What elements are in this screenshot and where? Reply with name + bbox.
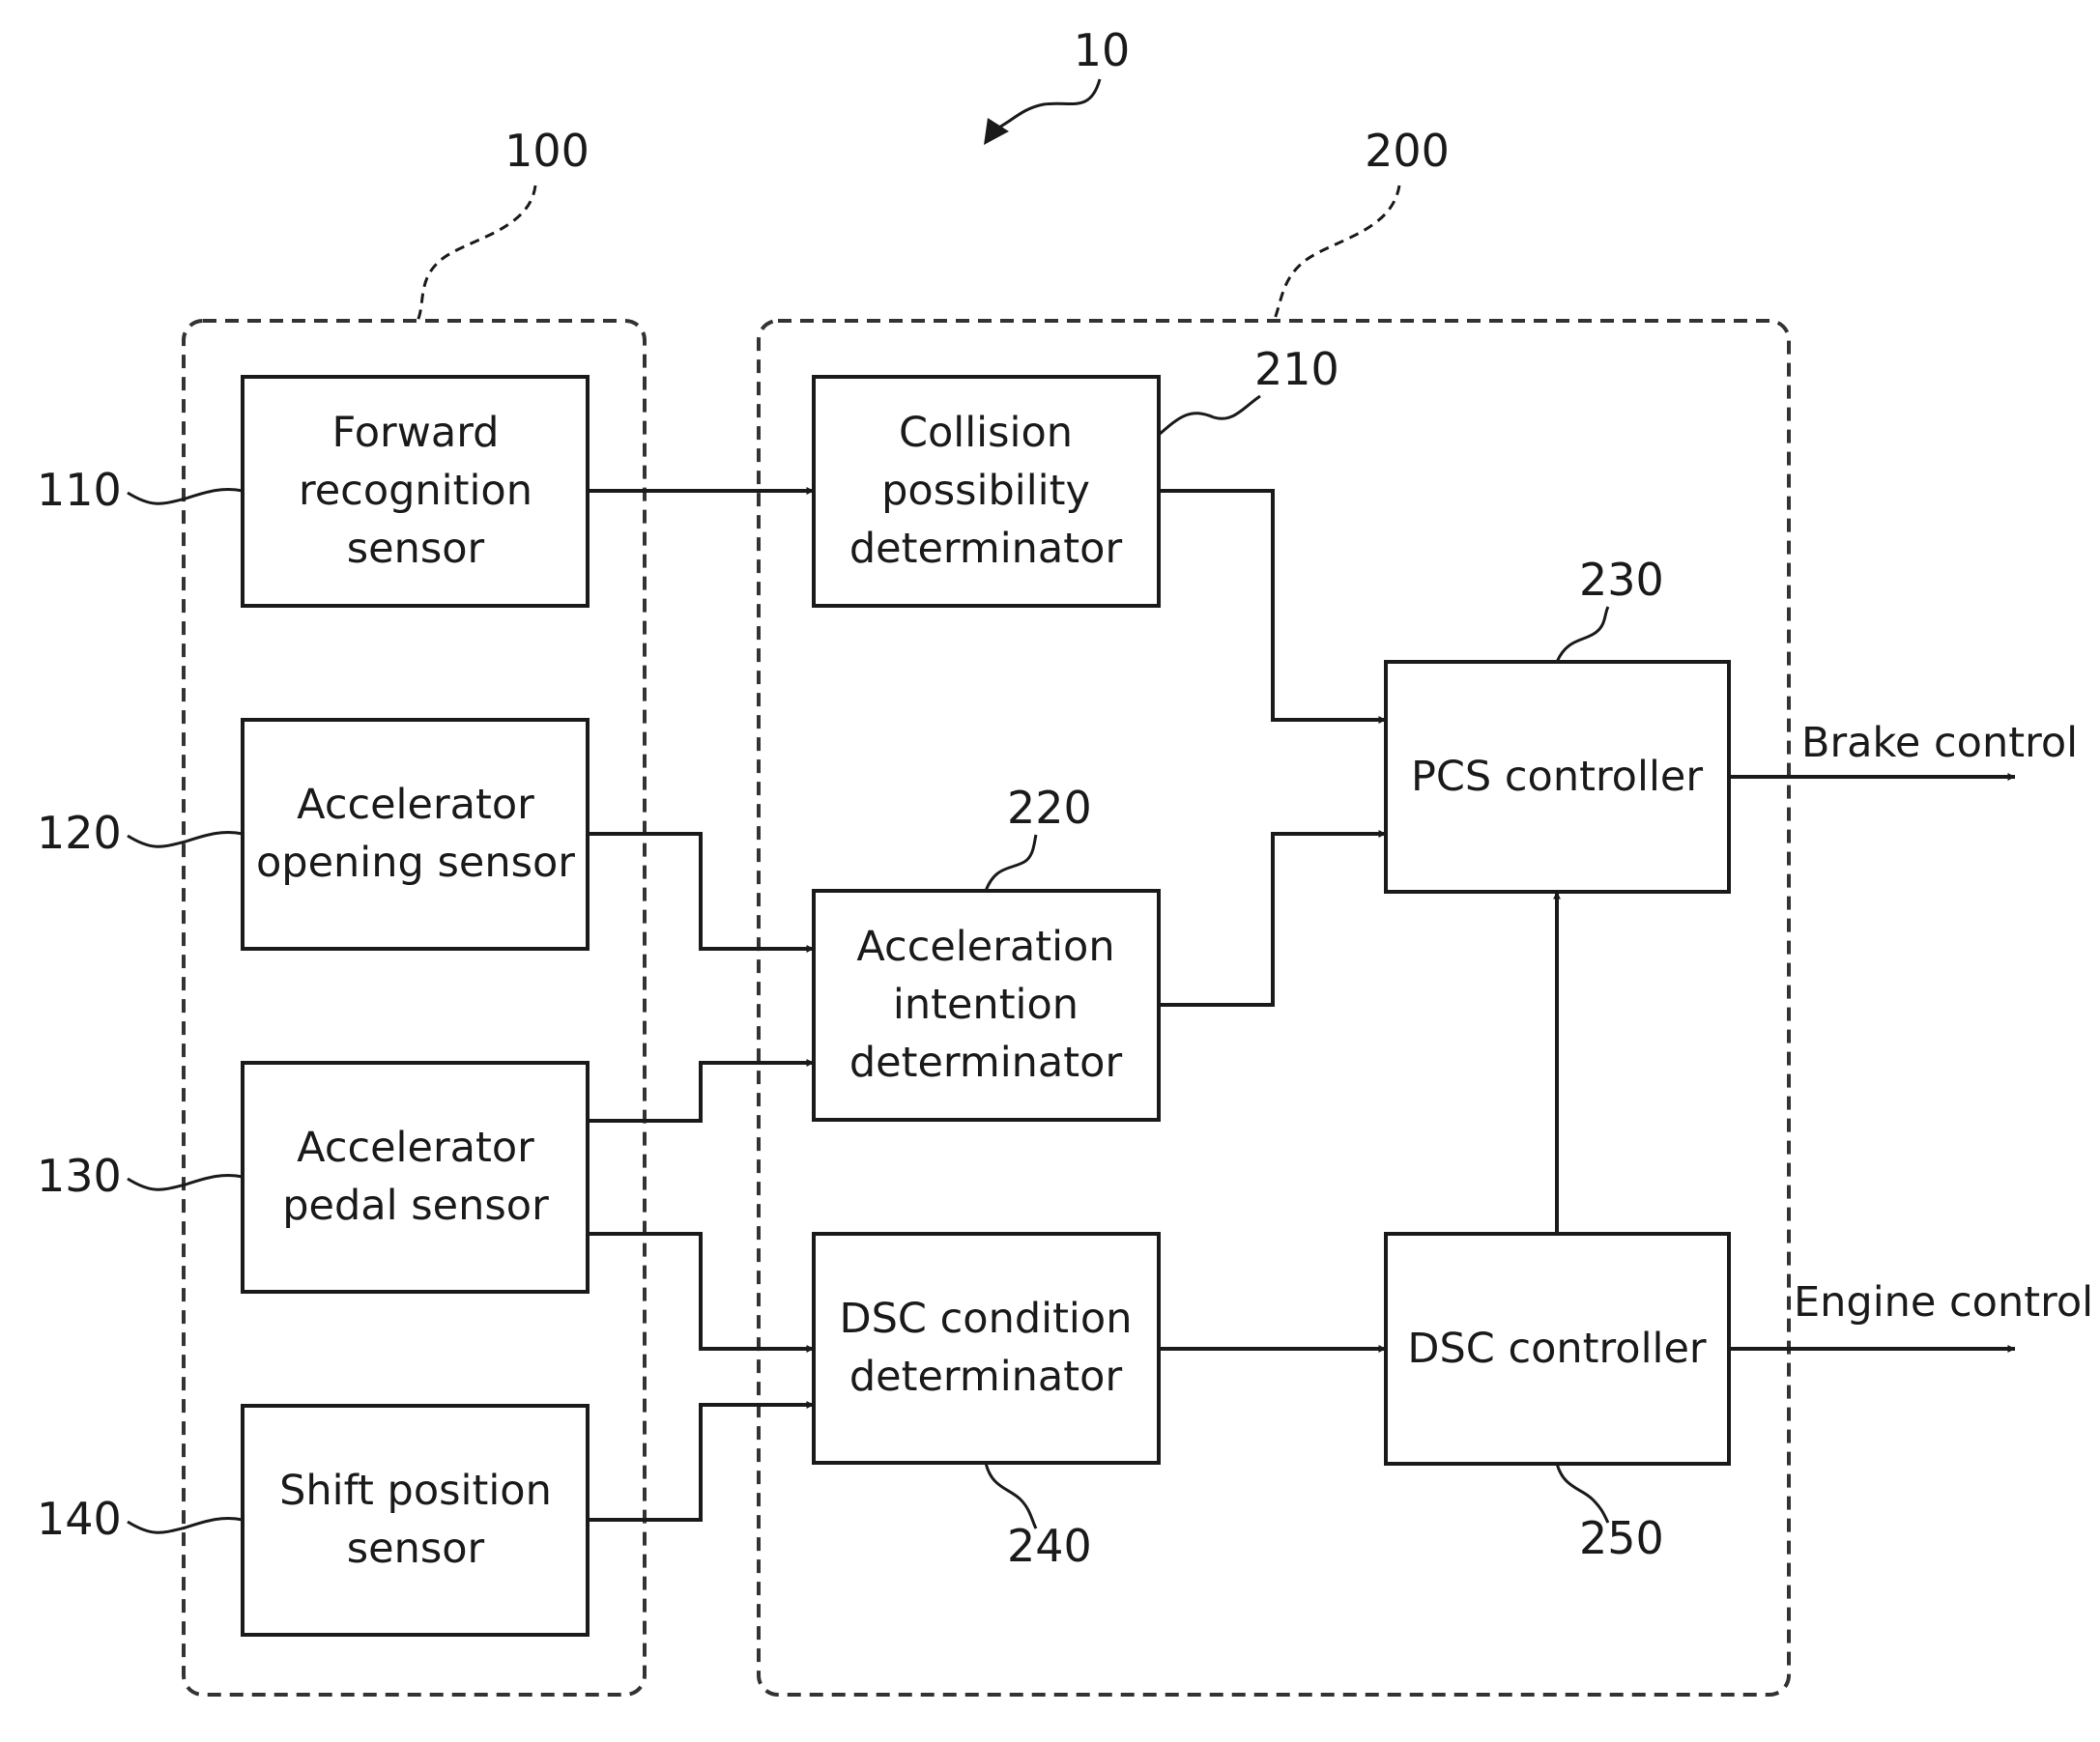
ref-label-230: 230 (1579, 554, 1664, 606)
ref-label-140: 140 (37, 1493, 122, 1545)
accelerator-opening-sensor-block: Accelerator opening sensor (243, 720, 588, 949)
controller-group-leader (1274, 186, 1399, 321)
arrow-acceleration-to-pcs (1159, 834, 1386, 1005)
ref-label-240: 240 (1007, 1520, 1092, 1572)
controller-group-ref-label: 200 (1365, 125, 1450, 177)
leader-220 (986, 835, 1036, 891)
brake-control-label: Brake control (1801, 719, 2078, 767)
arrow-shift-sensor-to-dsc-condition (588, 1405, 814, 1520)
svg-text:Accelerator: Accelerator (297, 1124, 534, 1172)
leader-240 (986, 1463, 1036, 1528)
shift-position-sensor-block: Shift position sensor (243, 1406, 588, 1635)
dsc-controller-block: DSC controller (1386, 1234, 1729, 1464)
system-ref-leader (995, 79, 1100, 129)
arrow-pedal-sensor-to-acceleration (588, 1063, 814, 1121)
svg-text:Collision: Collision (899, 409, 1073, 457)
leader-230 (1557, 607, 1608, 662)
svg-text:opening sensor: opening sensor (256, 839, 575, 887)
system-ref-label: 10 (1074, 24, 1131, 76)
ref-label-120: 120 (37, 807, 122, 859)
svg-text:PCS controller: PCS controller (1411, 753, 1703, 801)
svg-text:determinator: determinator (849, 1039, 1123, 1087)
ref-label-250: 250 (1579, 1512, 1664, 1564)
svg-text:DSC condition: DSC condition (840, 1295, 1133, 1343)
forward-recognition-sensor-block: Forward recognition sensor (243, 377, 588, 606)
svg-text:sensor: sensor (347, 1525, 485, 1573)
sensor-group-leader (417, 186, 535, 321)
system-ref-arrowhead (984, 118, 1009, 145)
svg-text:Accelerator: Accelerator (297, 781, 534, 829)
accelerator-pedal-sensor-block: Accelerator pedal sensor (243, 1063, 588, 1292)
ref-label-220: 220 (1007, 782, 1092, 834)
leader-210 (1159, 396, 1260, 435)
svg-text:recognition: recognition (299, 467, 532, 515)
svg-text:pedal sensor: pedal sensor (282, 1182, 549, 1230)
ref-label-110: 110 (37, 464, 122, 516)
svg-text:sensor: sensor (347, 525, 485, 573)
arrow-opening-sensor-to-acceleration (588, 834, 814, 949)
arrow-pedal-sensor-to-dsc-condition (588, 1234, 814, 1349)
dsc-condition-determinator-block: DSC condition determinator (814, 1234, 1159, 1463)
svg-text:Forward: Forward (332, 409, 500, 457)
ref-label-210: 210 (1254, 343, 1339, 395)
arrow-collision-to-pcs (1159, 491, 1386, 720)
ref-label-130: 130 (37, 1150, 122, 1202)
svg-text:determinator: determinator (849, 525, 1123, 573)
svg-text:DSC controller: DSC controller (1407, 1325, 1707, 1373)
sensor-group-ref-label: 100 (504, 125, 590, 177)
svg-text:Acceleration: Acceleration (856, 923, 1114, 971)
svg-text:determinator: determinator (849, 1353, 1123, 1401)
engine-control-label: Engine control (1794, 1278, 2093, 1327)
collision-possibility-determinator-block: Collision possibility determinator (814, 377, 1159, 606)
acceleration-intention-determinator-block: Acceleration intention determinator (814, 891, 1159, 1120)
pcs-controller-block: PCS controller (1386, 662, 1729, 892)
svg-text:Shift position: Shift position (279, 1467, 552, 1515)
svg-text:intention: intention (893, 981, 1079, 1029)
svg-text:possibility: possibility (881, 467, 1090, 515)
